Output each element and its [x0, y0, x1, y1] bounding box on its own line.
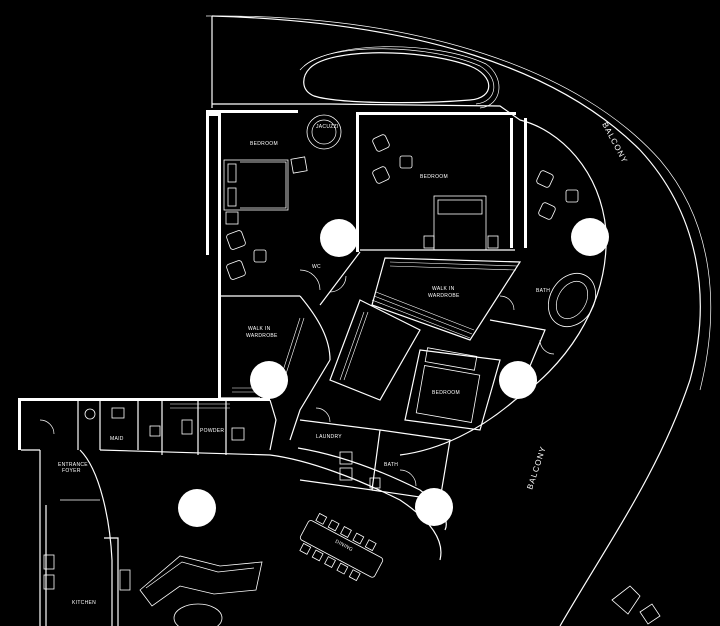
- room-label-kitchen: KITCHEN: [72, 600, 96, 606]
- sofa: [139, 555, 263, 607]
- column: [250, 361, 288, 399]
- balcony-outline: [205, 15, 712, 626]
- pool-shape: [299, 46, 500, 109]
- room-label-powder: POWDER: [200, 428, 224, 434]
- room-label-jacuzzi: JACUZZI: [316, 124, 339, 130]
- room-label-bath-upper: BATH: [536, 288, 550, 294]
- room-label-laundry: LAUNDRY: [316, 434, 342, 440]
- room-label-bedroom-center: BEDROOM: [420, 174, 448, 180]
- room-label-walkin-center-2: WARDROBE: [428, 293, 460, 299]
- room-label-wc: WC: [312, 264, 321, 270]
- bed-lower: [415, 347, 481, 423]
- column: [178, 489, 216, 527]
- door-swings: [39, 269, 555, 487]
- room-label-dining: DINING: [334, 539, 354, 553]
- column: [320, 219, 358, 257]
- room-label-bath-lower: BATH: [384, 462, 398, 468]
- column: [499, 361, 537, 399]
- bed-left: [223, 159, 289, 211]
- room-label-bedroom-left: BEDROOM: [250, 141, 278, 147]
- room-label-bedroom-lower: BEDROOM: [432, 390, 460, 396]
- walls: [18, 110, 546, 626]
- column: [415, 488, 453, 526]
- room-label-entrance-1: ENTRANCE: [58, 462, 88, 468]
- bathtub: [547, 272, 597, 328]
- room-label-walkin-center-1: WALK IN: [432, 286, 455, 292]
- hatched-walls: [170, 257, 521, 409]
- bed-center: [423, 195, 499, 251]
- dining-table: [299, 512, 384, 582]
- room-label-walkin-left-2: WARDROBE: [246, 333, 278, 339]
- room-label-walkin-left-1: WALK IN: [248, 326, 271, 332]
- furniture: [43, 114, 661, 626]
- room-label-entrance-2: FOYER: [62, 468, 81, 474]
- column: [571, 218, 609, 256]
- room-labels: BEDROOM JACUZZI BEDROOM WALK IN WARDROBE…: [58, 121, 629, 606]
- balcony-label-lower: BALCONY: [525, 445, 548, 491]
- room-label-maid: MAID: [110, 436, 124, 442]
- columns: [178, 218, 609, 527]
